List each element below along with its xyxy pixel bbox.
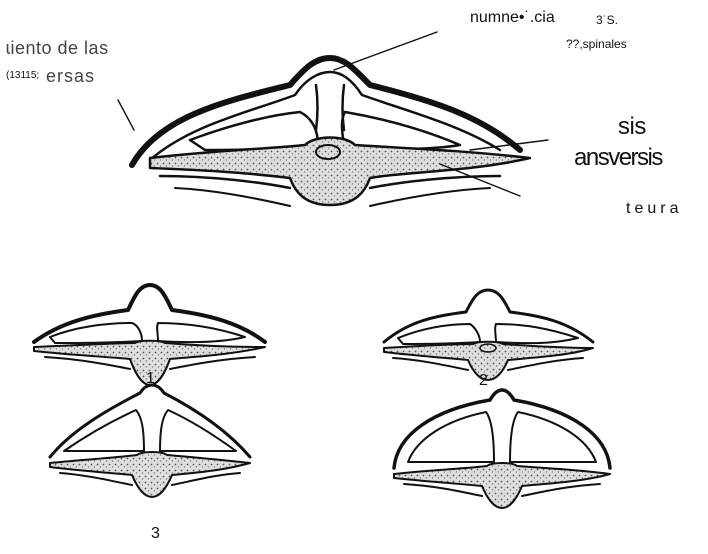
label-ansversis: ansversis xyxy=(574,144,662,172)
leader-line-left xyxy=(118,100,134,130)
figure-number-3: 3 xyxy=(151,525,160,543)
figure-2-vertebra xyxy=(384,290,593,380)
label-miento-de-las: ɩiento de las xyxy=(6,38,109,59)
figure-3-vertebra xyxy=(50,385,250,497)
figure-number-2: 2 xyxy=(479,372,488,390)
label-ersas: ersas xyxy=(46,66,95,87)
main-vertebra xyxy=(118,32,548,206)
label-spinales: ??,spinales xyxy=(566,37,627,51)
figure-number-1: 1 xyxy=(146,370,155,388)
leader-line-top xyxy=(334,32,437,70)
figure-4-vertebra xyxy=(394,390,610,508)
centrum xyxy=(150,138,530,206)
label-numnecia: numne•˙.cia xyxy=(470,9,555,27)
label-teura: teura xyxy=(626,200,682,218)
label-3s: 3˙S. xyxy=(596,13,618,27)
label-sis: sis xyxy=(618,113,646,141)
label-reference: (13115; xyxy=(6,70,39,81)
